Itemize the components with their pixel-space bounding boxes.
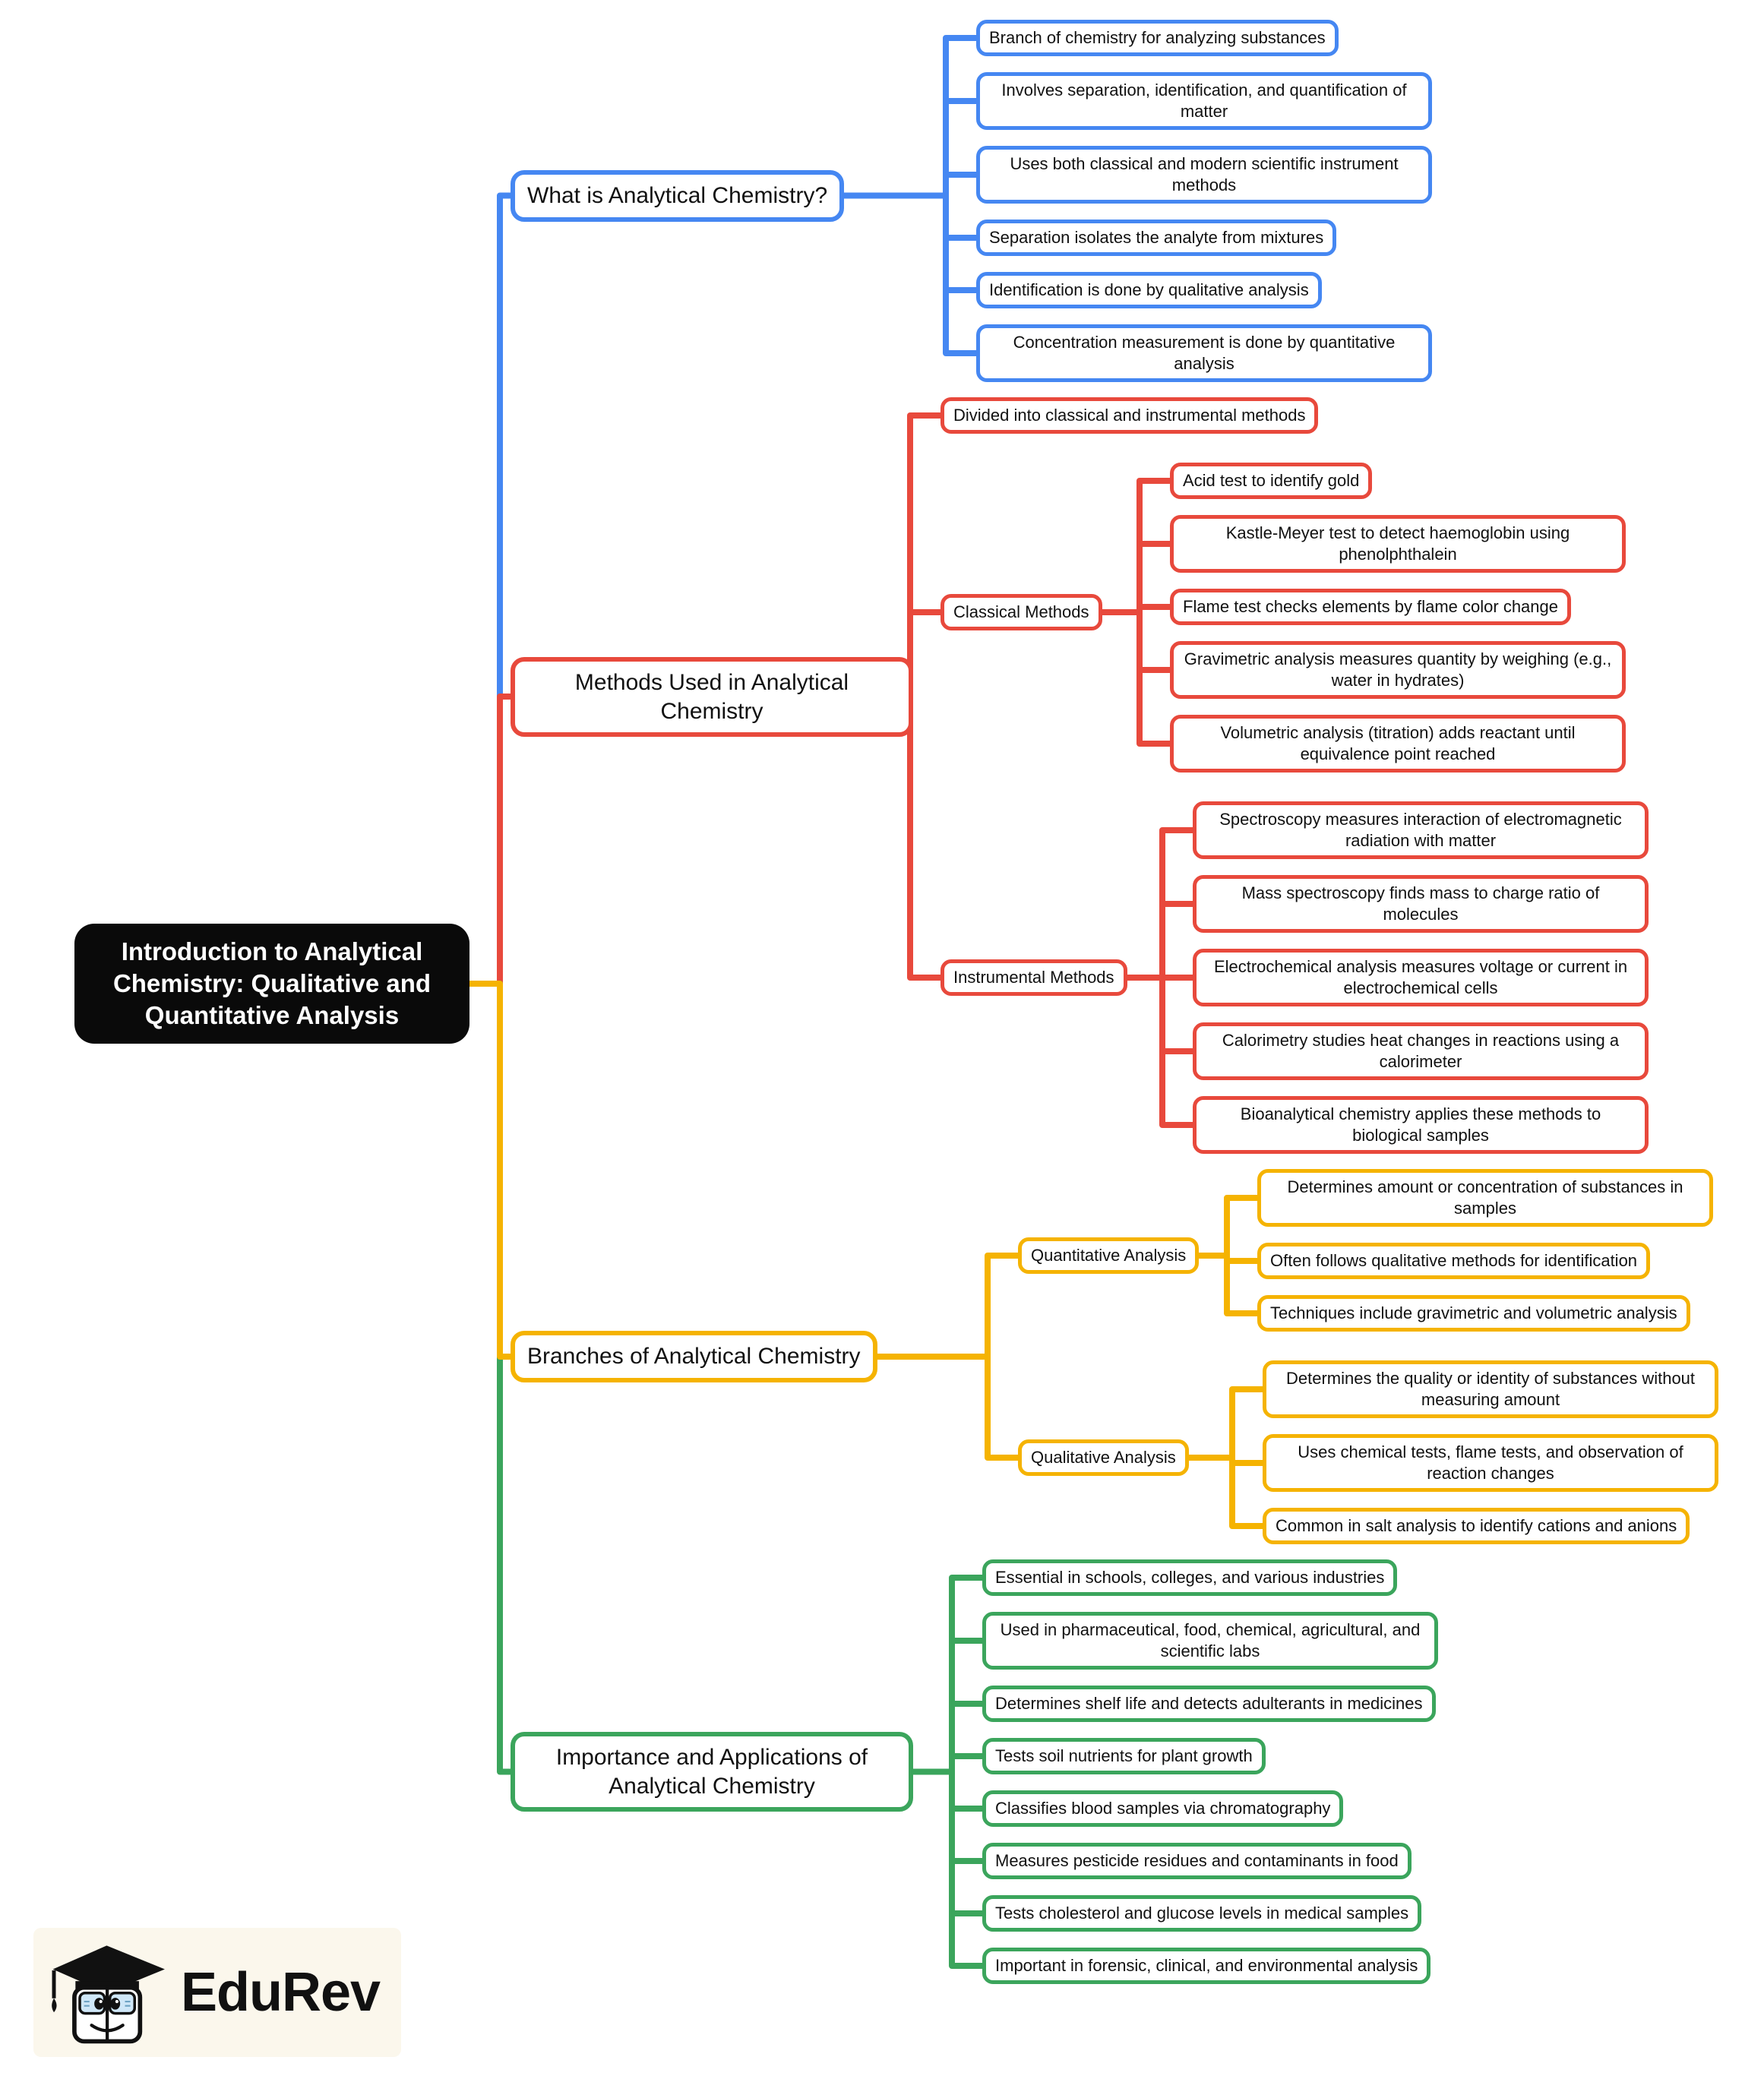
leaf-node: Mass spectroscopy finds mass to charge r… bbox=[1193, 875, 1649, 933]
edurev-mascot-icon bbox=[52, 1945, 165, 2044]
leaf-node: Determines the quality or identity of su… bbox=[1263, 1360, 1718, 1418]
leaf-node: Determines amount or concentration of su… bbox=[1257, 1169, 1713, 1227]
root-node: Introduction to Analytical Chemistry: Qu… bbox=[74, 924, 469, 1044]
leaf-node: Acid test to identify gold bbox=[1170, 463, 1373, 499]
leaf-node: Identification is done by qualitative an… bbox=[976, 272, 1322, 308]
leaf-node: Tests soil nutrients for plant growth bbox=[982, 1738, 1266, 1774]
leaf-node: Uses both classical and modern scientifi… bbox=[976, 146, 1432, 204]
leaf-node: Separation isolates the analyte from mix… bbox=[976, 220, 1337, 256]
leaf-node: Important in forensic, clinical, and env… bbox=[982, 1948, 1431, 1984]
leaf-node: Calorimetry studies heat changes in reac… bbox=[1193, 1022, 1649, 1080]
leaf-node: Divided into classical and instrumental … bbox=[940, 397, 1319, 434]
topic-node: Instrumental Methods bbox=[940, 959, 1127, 996]
edurev-logo: EduRev bbox=[33, 1928, 402, 2057]
branch-node: Importance and Applications of Analytica… bbox=[511, 1732, 913, 1812]
topic-node: Quantitative Analysis bbox=[1018, 1237, 1200, 1274]
leaf-node: Bioanalytical chemistry applies these me… bbox=[1193, 1096, 1649, 1154]
topic-node: Classical Methods bbox=[940, 594, 1102, 630]
leaf-node: Uses chemical tests, flame tests, and ob… bbox=[1263, 1434, 1718, 1492]
leaf-node: Common in salt analysis to identify cati… bbox=[1263, 1508, 1690, 1544]
topic-node: Qualitative Analysis bbox=[1018, 1439, 1189, 1476]
branch-node: Branches of Analytical Chemistry bbox=[511, 1331, 877, 1382]
branch-node: Methods Used in Analytical Chemistry bbox=[511, 657, 913, 737]
leaf-node: Measures pesticide residues and contamin… bbox=[982, 1843, 1412, 1879]
leaf-node: Essential in schools, colleges, and vari… bbox=[982, 1559, 1398, 1596]
leaf-node: Techniques include gravimetric and volum… bbox=[1257, 1295, 1690, 1332]
leaf-node: Electrochemical analysis measures voltag… bbox=[1193, 949, 1649, 1006]
leaf-node: Determines shelf life and detects adulte… bbox=[982, 1686, 1436, 1722]
leaf-node: Concentration measurement is done by qua… bbox=[976, 324, 1432, 382]
leaf-node: Kastle-Meyer test to detect haemoglobin … bbox=[1170, 515, 1626, 573]
leaf-node: Involves separation, identification, and… bbox=[976, 72, 1432, 130]
leaf-node: Branch of chemistry for analyzing substa… bbox=[976, 20, 1339, 56]
leaf-node: Flame test checks elements by flame colo… bbox=[1170, 589, 1572, 625]
leaf-node: Often follows qualitative methods for id… bbox=[1257, 1243, 1651, 1279]
leaf-node: Used in pharmaceutical, food, chemical, … bbox=[982, 1612, 1438, 1670]
leaf-node: Classifies blood samples via chromatogra… bbox=[982, 1790, 1344, 1827]
leaf-node: Tests cholesterol and glucose levels in … bbox=[982, 1895, 1422, 1932]
leaf-node: Gravimetric analysis measures quantity b… bbox=[1170, 641, 1626, 699]
edurev-logo-text: EduRev bbox=[181, 1962, 381, 2023]
leaf-node: Spectroscopy measures interaction of ele… bbox=[1193, 801, 1649, 859]
branch-node: What is Analytical Chemistry? bbox=[511, 170, 845, 222]
leaf-node: Volumetric analysis (titration) adds rea… bbox=[1170, 715, 1626, 773]
